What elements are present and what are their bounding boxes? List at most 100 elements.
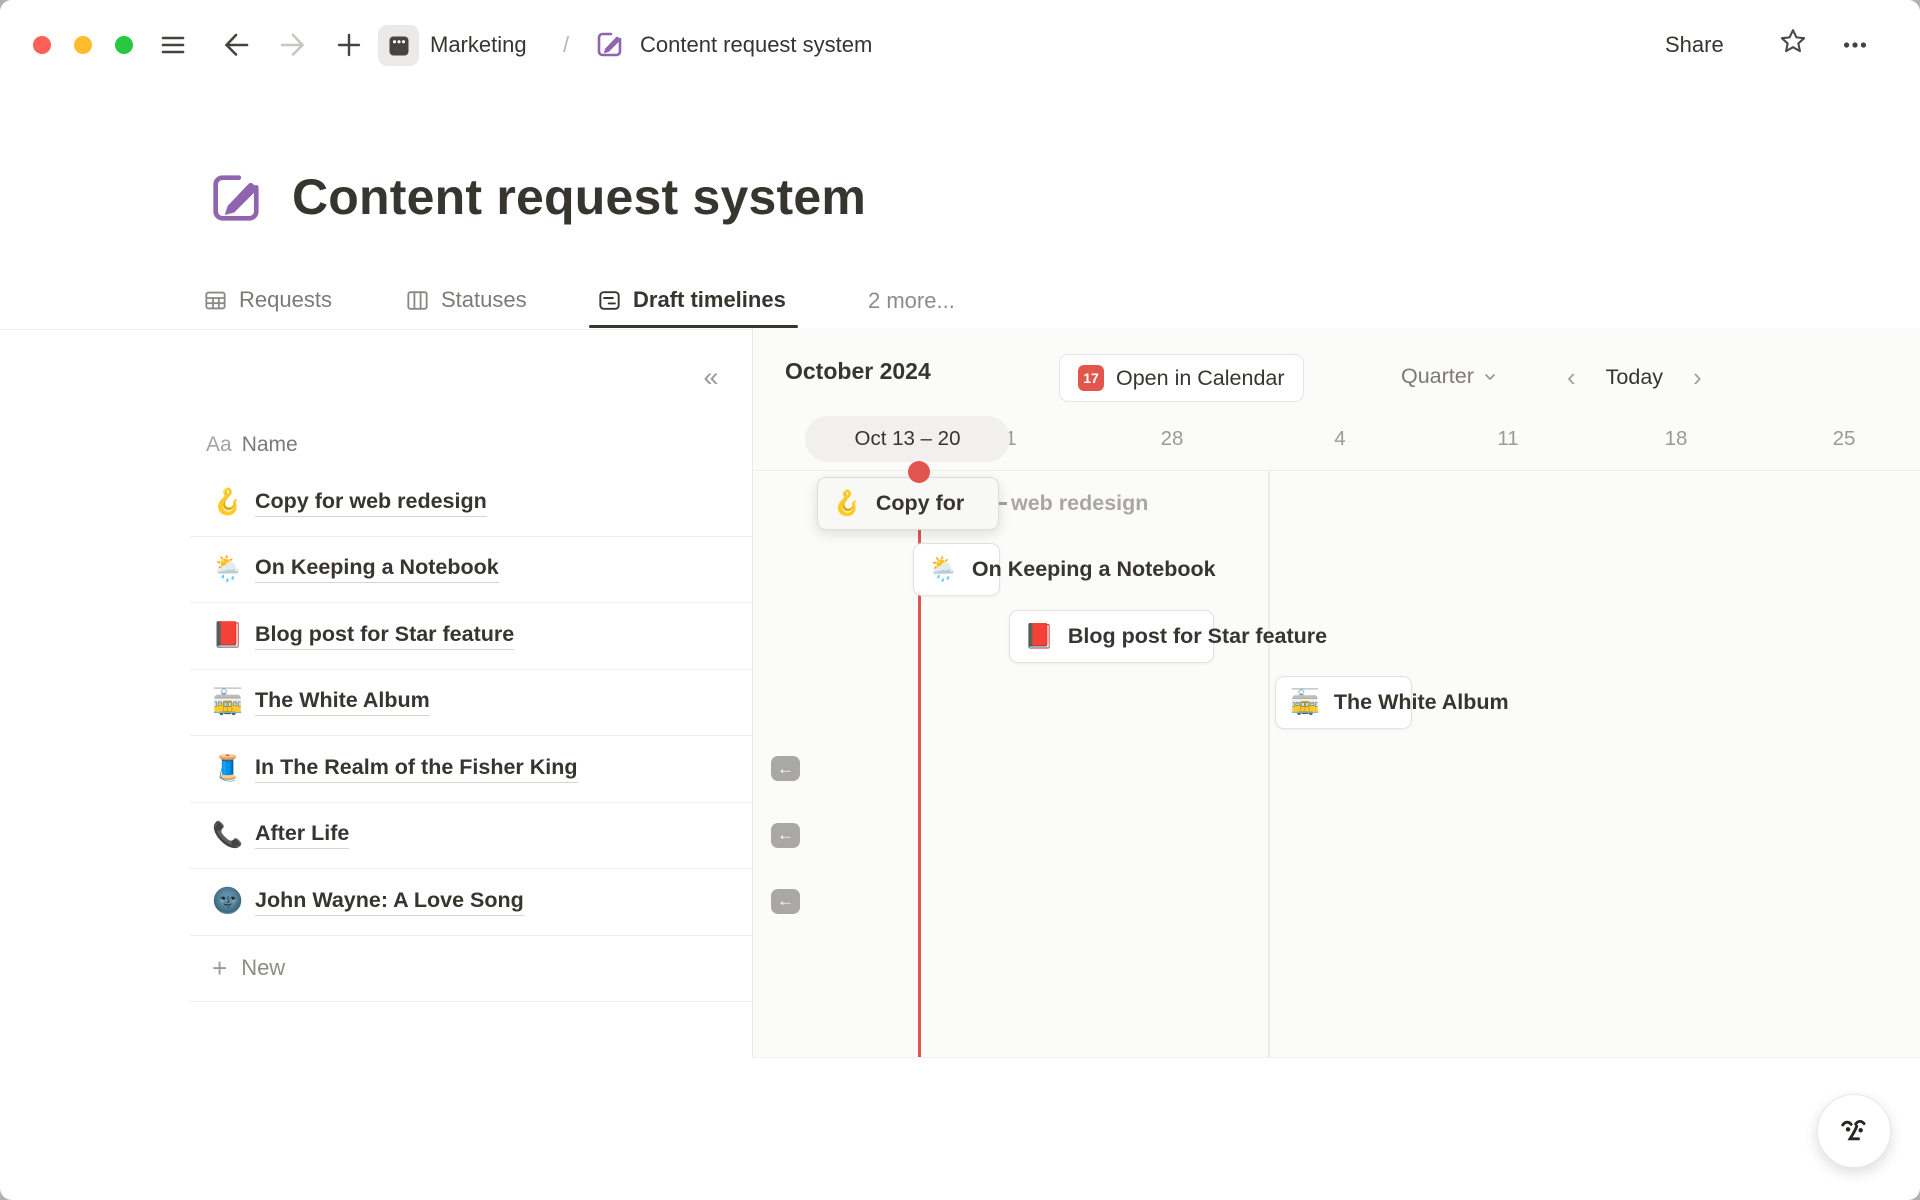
timeline-bar[interactable]: 📕 Blog post for Star feature — [1009, 609, 1327, 663]
tab-requests[interactable]: Requests — [203, 282, 332, 318]
axis-tick: 25 — [1832, 427, 1856, 450]
list-item-emoji: 📞 — [212, 820, 244, 849]
more-options-icon[interactable] — [1840, 30, 1870, 60]
bar-label: Blog post for Star feature — [1067, 623, 1328, 648]
list-item-title: Copy for web redesign — [255, 489, 487, 517]
tab-label: Requests — [239, 287, 332, 312]
list-item-emoji: 🌦️ — [212, 554, 244, 583]
sidebar-menu-icon[interactable] — [158, 30, 188, 60]
breadcrumb-teamspace[interactable]: Marketing — [430, 32, 527, 57]
bar-emoji: 🚋 — [1290, 689, 1320, 717]
list-item-title: John Wayne: A Love Song — [255, 888, 524, 916]
date-range-pill[interactable]: Oct 13 – 20 — [805, 416, 1010, 462]
list-new-row-button[interactable]: + New — [190, 936, 753, 1002]
list-item-title: Blog post for Star feature — [255, 622, 515, 650]
timeline-bar[interactable]: 🪝 Copy for — [817, 477, 999, 530]
list-item-emoji: 🧵 — [212, 754, 244, 783]
macos-minimize-button[interactable] — [74, 36, 92, 54]
list-item-emoji: 📕 — [212, 621, 244, 650]
axis-tick: 1 — [1005, 427, 1017, 450]
calendar-icon: 17 — [1078, 365, 1104, 391]
favorite-star-icon[interactable] — [1778, 26, 1808, 56]
timeline-view-icon — [599, 290, 620, 310]
list-item[interactable]: 📕 Blog post for Star feature — [190, 603, 753, 670]
timeline-bar[interactable]: 🚋 The White Album — [1275, 676, 1509, 730]
column-label: Name — [241, 433, 298, 456]
collapse-panel-icon[interactable]: « — [703, 362, 719, 392]
text-type-icon: Aa — [206, 433, 232, 456]
share-button[interactable]: Share — [1665, 32, 1724, 57]
timeline-scale-select[interactable]: Quarter — [1401, 364, 1498, 389]
tab-label: Statuses — [441, 287, 527, 312]
list-item-emoji: 🚋 — [212, 687, 244, 716]
jump-to-bar-button[interactable]: ← — [771, 888, 800, 914]
list-item-title: After Life — [255, 821, 350, 850]
list-item[interactable]: 🌚 John Wayne: A Love Song — [190, 869, 753, 936]
bar-emoji: 📕 — [1024, 622, 1054, 650]
list-item[interactable]: 🪝 Copy for web redesign — [190, 470, 753, 537]
view-tabbar: Requests Statuses Draft timelines 2 more… — [0, 270, 1920, 592]
axis-tick: 28 — [1160, 427, 1184, 450]
titlebar: Marketing / Content request system Share — [0, 0, 1920, 90]
bar-overflow-label: web redesign — [964, 477, 1148, 530]
scale-label: Quarter — [1401, 364, 1474, 388]
today-button[interactable]: Today — [1605, 364, 1664, 389]
prev-period-button[interactable]: ‹ — [1567, 362, 1576, 392]
list-item[interactable]: 🚋 The White Album — [190, 670, 753, 736]
list-item[interactable]: 🌦️ On Keeping a Notebook — [190, 537, 753, 603]
jump-to-bar-button[interactable]: ← — [771, 822, 800, 848]
next-period-button[interactable]: › — [1693, 362, 1702, 392]
timeline-nav: ‹ Today › — [1553, 364, 1716, 390]
axis-tick: 18 — [1664, 427, 1688, 450]
board-view-icon — [407, 290, 428, 310]
list-item[interactable]: 🧵 In The Realm of the Fisher King — [190, 736, 753, 803]
breadcrumb-page[interactable]: Content request system — [640, 32, 873, 57]
list-item-emoji: 🪝 — [212, 488, 244, 517]
page-edit-icon — [592, 27, 626, 61]
bar-label: Copy for — [875, 491, 965, 515]
today-marker-dot — [908, 461, 930, 483]
bar-label: On Keeping a Notebook — [971, 557, 1216, 582]
plus-icon: + — [212, 953, 228, 984]
breadcrumb-separator: / — [563, 32, 570, 57]
timeline-bar[interactable]: 🌦️ On Keeping a Notebook — [913, 543, 1216, 597]
macos-zoom-button[interactable] — [115, 36, 133, 54]
axis-divider — [753, 470, 1920, 471]
active-tab-underline — [589, 325, 798, 328]
new-page-icon[interactable] — [334, 30, 364, 60]
new-row-label: New — [241, 955, 286, 981]
page-title-edit-icon — [206, 168, 264, 226]
month-gridline — [1268, 470, 1270, 1057]
macos-close-button[interactable] — [33, 36, 51, 54]
chevron-down-icon — [1485, 373, 1495, 380]
name-column-header[interactable]: Aa Name — [206, 420, 298, 470]
table-view-icon — [205, 291, 226, 309]
forward-icon[interactable] — [278, 30, 308, 60]
timeline-month-label: October 2024 — [785, 358, 931, 384]
today-line — [918, 480, 921, 1057]
list-rows: 🪝 Copy for web redesign 🌦️ On Keeping a Not… — [190, 470, 753, 1002]
axis-tick: 4 — [1334, 427, 1346, 450]
back-icon[interactable] — [221, 30, 251, 60]
bar-emoji: 🌦️ — [928, 556, 958, 584]
tab-draft-timelines[interactable]: Draft timelines — [589, 282, 798, 328]
open-in-calendar-button[interactable]: 17 Open in Calendar — [1059, 354, 1304, 402]
bar-emoji: 🪝 — [832, 490, 862, 517]
list-item[interactable]: 📞 After Life — [190, 803, 753, 869]
axis-tick: 11 — [1497, 427, 1519, 450]
list-item-emoji: 🌚 — [212, 887, 244, 916]
timeline-canvas: October 2024 17 Open in Calendar Quarter… — [752, 328, 1920, 1058]
jump-to-bar-button[interactable]: ← — [771, 756, 800, 782]
list-item-title: In The Realm of the Fisher King — [255, 755, 578, 783]
bar-label: The White Album — [1333, 690, 1509, 715]
tab-label: Draft timelines — [633, 287, 786, 312]
tabs-more-button[interactable]: 2 more... — [868, 288, 955, 313]
notion-ai-button[interactable] — [1817, 1094, 1891, 1168]
breadcrumb-teamspace-icon[interactable] — [378, 25, 419, 66]
list-item-title: The White Album — [255, 688, 430, 717]
open-in-calendar-label: Open in Calendar — [1116, 365, 1285, 390]
list-item-title: On Keeping a Notebook — [255, 555, 499, 584]
page-title[interactable]: Content request system — [292, 169, 866, 225]
tab-statuses[interactable]: Statuses — [405, 282, 527, 318]
